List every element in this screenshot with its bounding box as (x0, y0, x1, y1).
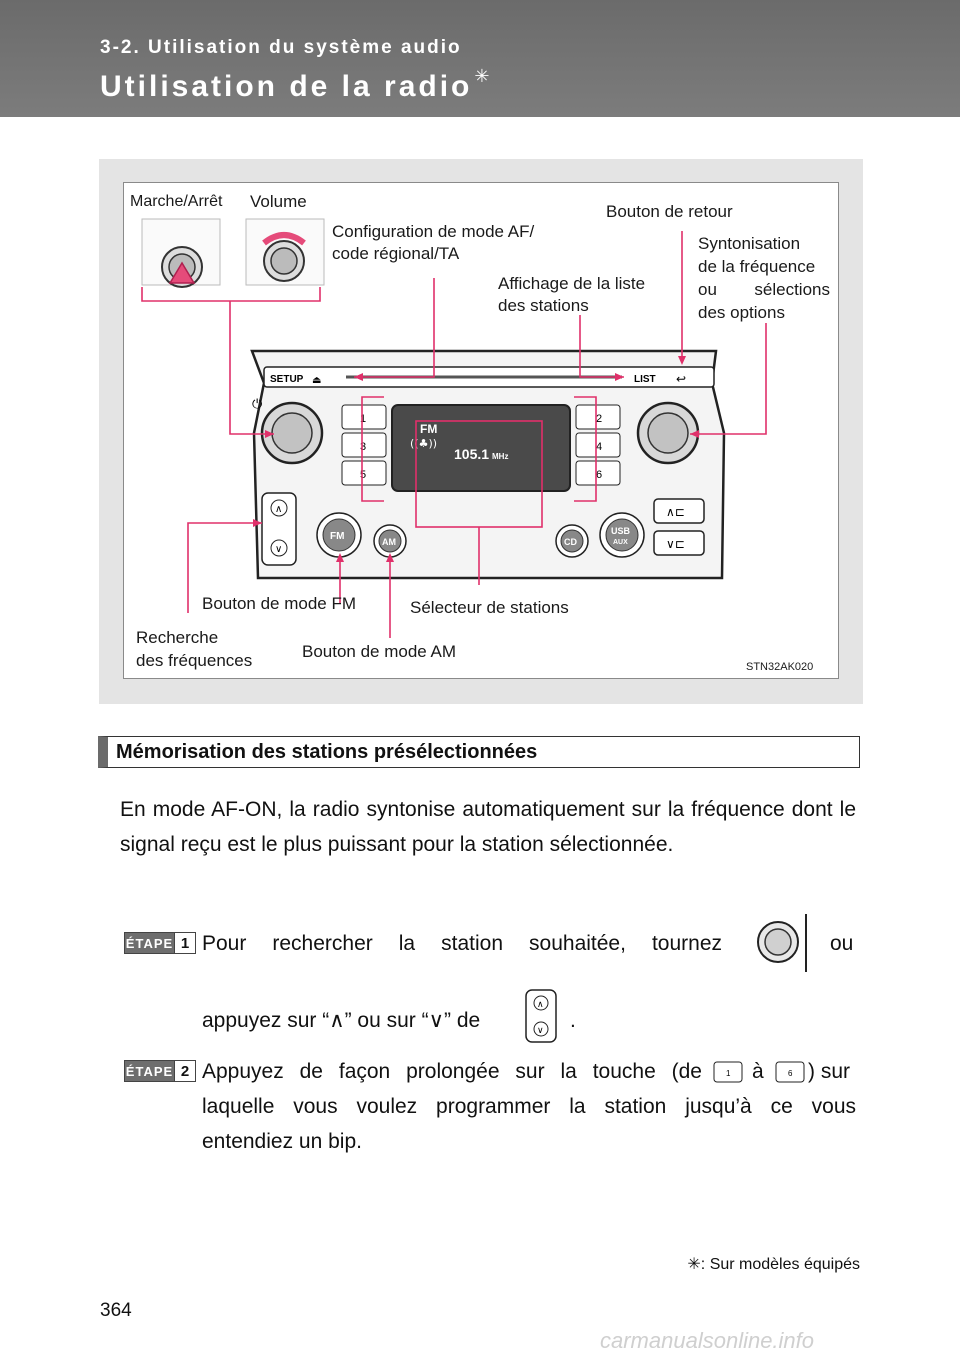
watermark: carmanualsonline.info (600, 1328, 815, 1353)
step-2-on: ) sur (808, 1060, 850, 1083)
label-fm-mode: Bouton de mode FM (202, 594, 357, 613)
radio-illustration: SETUP LIST ⏏ ↩ ⏻ 1 3 5 2 4 6 FM (141, 218, 767, 638)
step-1-line-1: Pour rechercher la station souhaitée, to… (202, 932, 722, 955)
folder-buttons[interactable]: ∧⊏ ∨⊏ (653, 498, 705, 556)
label-tune-1: Syntonisation (698, 234, 801, 253)
label-list-2: des stations (498, 296, 589, 315)
label-af-config-1: Configuration de mode AF/ (332, 222, 535, 241)
display-band: FM (420, 422, 437, 436)
setup-key-label: SETUP (270, 374, 304, 385)
display-unit: MHz (492, 452, 508, 461)
asterisk-icon: ✳ (474, 66, 493, 86)
callout-arrowheads (253, 356, 699, 562)
usb-button-label: USB (611, 526, 631, 536)
page-title: Utilisation de la radio✳ (100, 66, 492, 104)
preset-2-label: 2 (596, 413, 602, 425)
label-volume: Volume (250, 192, 307, 211)
step-2-line-2: laquelle vous voulez programmer la stati… (202, 1095, 856, 1118)
label-seek-2: des fréquences (136, 651, 253, 670)
figure-code: STN32AK020 (746, 661, 814, 673)
preset-1-label: 1 (360, 413, 366, 425)
svg-text:∧: ∧ (275, 504, 282, 515)
rds-signal-icon: ((♣)) (410, 437, 437, 450)
preset-6-key-icon: 6 (775, 1061, 805, 1083)
section-label: 3-2. Utilisation du système audio (100, 37, 462, 58)
label-tune-2: de la fréquence (698, 257, 816, 276)
label-power: Marche/Arrêt (130, 193, 223, 210)
svg-text:∨: ∨ (275, 544, 282, 555)
preset-1-key-icon: 1 (713, 1061, 743, 1083)
step-1-period: . (570, 1009, 576, 1032)
folder-down-icon: ∨⊏ (666, 537, 685, 551)
power-symbol-icon: ⏻ (252, 397, 262, 412)
return-key-icon: ↩ (676, 372, 686, 386)
preset-buttons-left[interactable]: 1 3 5 (341, 404, 387, 486)
preset-5-label: 5 (360, 469, 366, 481)
page-title-text: Utilisation de la radio (100, 70, 473, 103)
step-2-line-1a: Appuyez de façon prolongée sur la touche… (202, 1060, 702, 1083)
svg-text:∧: ∧ (537, 1000, 544, 1010)
section-heading: Mémorisation des stations présélectionné… (98, 736, 860, 768)
step-2-line-3: entendiez un bip. (202, 1130, 362, 1153)
svg-text:∨: ∨ (537, 1026, 544, 1036)
section-heading-text: Mémorisation des stations présélectionné… (116, 741, 538, 763)
step-1-or: ou (830, 932, 854, 955)
am-button-label: AM (382, 537, 396, 547)
label-return: Bouton de retour (606, 202, 733, 221)
page-number: 364 (100, 1300, 132, 1321)
preset-buttons-right[interactable]: 2 4 6 (575, 404, 621, 486)
label-am-mode: Bouton de mode AM (302, 642, 457, 661)
radio-diagram: SETUP LIST ⏏ ↩ ⏻ 1 3 5 2 4 6 FM (123, 182, 839, 679)
svg-text:1: 1 (726, 1069, 731, 1078)
label-seek-1: Recherche (136, 628, 219, 647)
aux-button-label: AUX (613, 539, 628, 546)
footnote: ✳: Sur modèles équipés (687, 1256, 860, 1273)
label-tune-4: des options (698, 303, 785, 322)
header-band (0, 0, 960, 117)
preset-3-label: 3 (360, 441, 366, 453)
label-station-selector: Sélecteur de stations (410, 598, 569, 617)
step-2-to: à (752, 1060, 764, 1083)
volume-inset-illustration (245, 218, 325, 286)
preset-6-label: 6 (596, 469, 602, 481)
display-frequency: 105.1 (454, 446, 489, 462)
tune-knob-icon (757, 914, 807, 972)
callout-lines (141, 231, 767, 638)
intro-paragraph: En mode AF-ON, la radio syntonise automa… (120, 798, 856, 856)
preset-4-label: 4 (596, 441, 602, 453)
radio-display (391, 404, 571, 492)
svg-text:6: 6 (788, 1069, 793, 1078)
label-list-1: Affichage de la liste (498, 274, 646, 293)
eject-icon: ⏏ (312, 375, 321, 386)
label-af-config-2: code régional/TA (332, 244, 460, 263)
power-inset-illustration (141, 218, 221, 288)
label-tune-3: ou sélections (698, 280, 830, 299)
fm-button-label: FM (330, 531, 344, 542)
seek-button-icon: ∧ ∨ (525, 989, 557, 1043)
list-key-label: LIST (634, 374, 656, 385)
step-1-line-2: appuyez sur “∧” ou sur “∨” de (202, 1009, 481, 1032)
folder-up-icon: ∧⊏ (666, 505, 685, 519)
seek-buttons[interactable]: ∧ ∨ (261, 492, 297, 566)
cd-button-label: CD (564, 537, 577, 547)
